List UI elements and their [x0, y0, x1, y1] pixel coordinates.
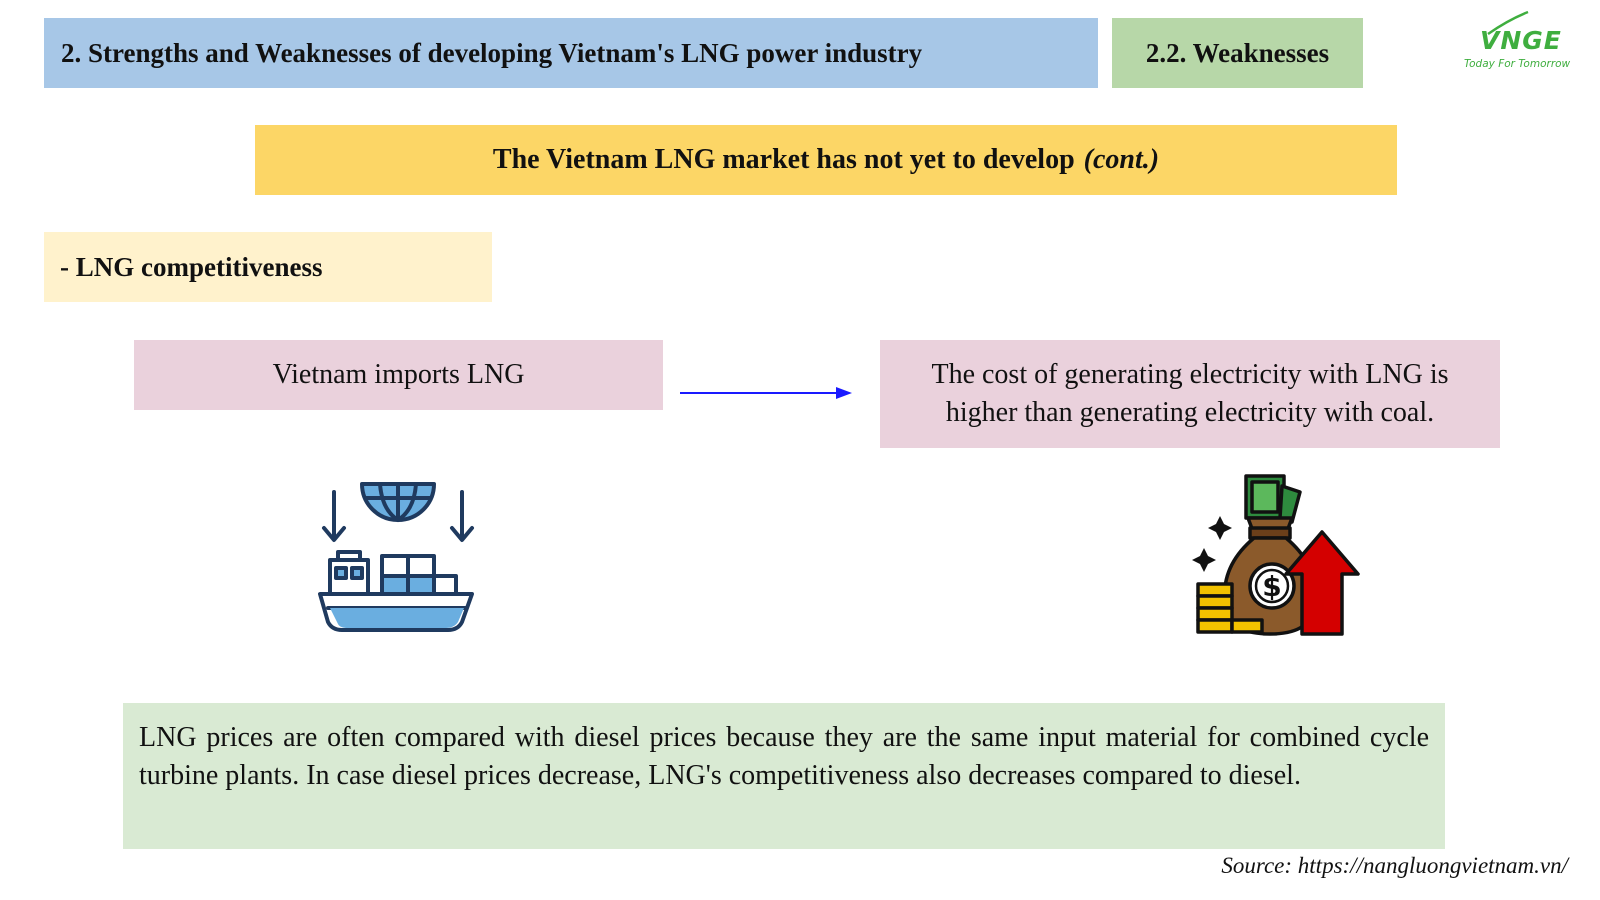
cargo-ship-import-icon: [318, 482, 474, 632]
slide-title: 2. Strengths and Weaknesses of developin…: [44, 18, 1098, 88]
cause-text: Vietnam imports LNG: [272, 359, 525, 390]
topic-banner-text: The Vietnam LNG market has not yet to de…: [492, 144, 1075, 175]
subsection-heading: - LNG competitiveness: [44, 232, 492, 302]
cause-box: Vietnam imports LNG: [134, 340, 663, 410]
money-bag-rising-icon: $: [1192, 474, 1360, 636]
right-arrow-icon: [680, 387, 852, 399]
dollar-sign-icon: $: [1262, 570, 1281, 603]
section-label-text: 2.2. Weaknesses: [1145, 37, 1330, 68]
source-citation-text: Source: https://nangluongvietnam.vn/: [1221, 853, 1568, 878]
source-citation: Source: https://nangluongvietnam.vn/: [1100, 853, 1568, 889]
section-label: 2.2. Weaknesses: [1112, 18, 1363, 88]
subsection-heading-text: - LNG competitiveness: [60, 251, 323, 282]
topic-banner-suffix: (cont.): [1083, 144, 1160, 175]
topic-banner: The Vietnam LNG market has not yet to de…: [255, 125, 1397, 195]
logo-swoosh-icon: [1487, 10, 1529, 36]
logo-wordmark: VNGE: [1480, 26, 1562, 55]
logo-tagline: Today For Tomorrow: [1464, 58, 1571, 70]
vnge-logo: VNGE Today For Tomorrow: [1458, 6, 1598, 76]
effect-text: The cost of generating electricity with …: [931, 359, 1449, 428]
effect-box: The cost of generating electricity with …: [880, 340, 1500, 448]
explanation-note-text: LNG prices are often compared with diese…: [139, 722, 1429, 791]
explanation-note: LNG prices are often compared with diese…: [123, 703, 1445, 849]
slide-title-text: 2. Strengths and Weaknesses of developin…: [61, 37, 923, 68]
